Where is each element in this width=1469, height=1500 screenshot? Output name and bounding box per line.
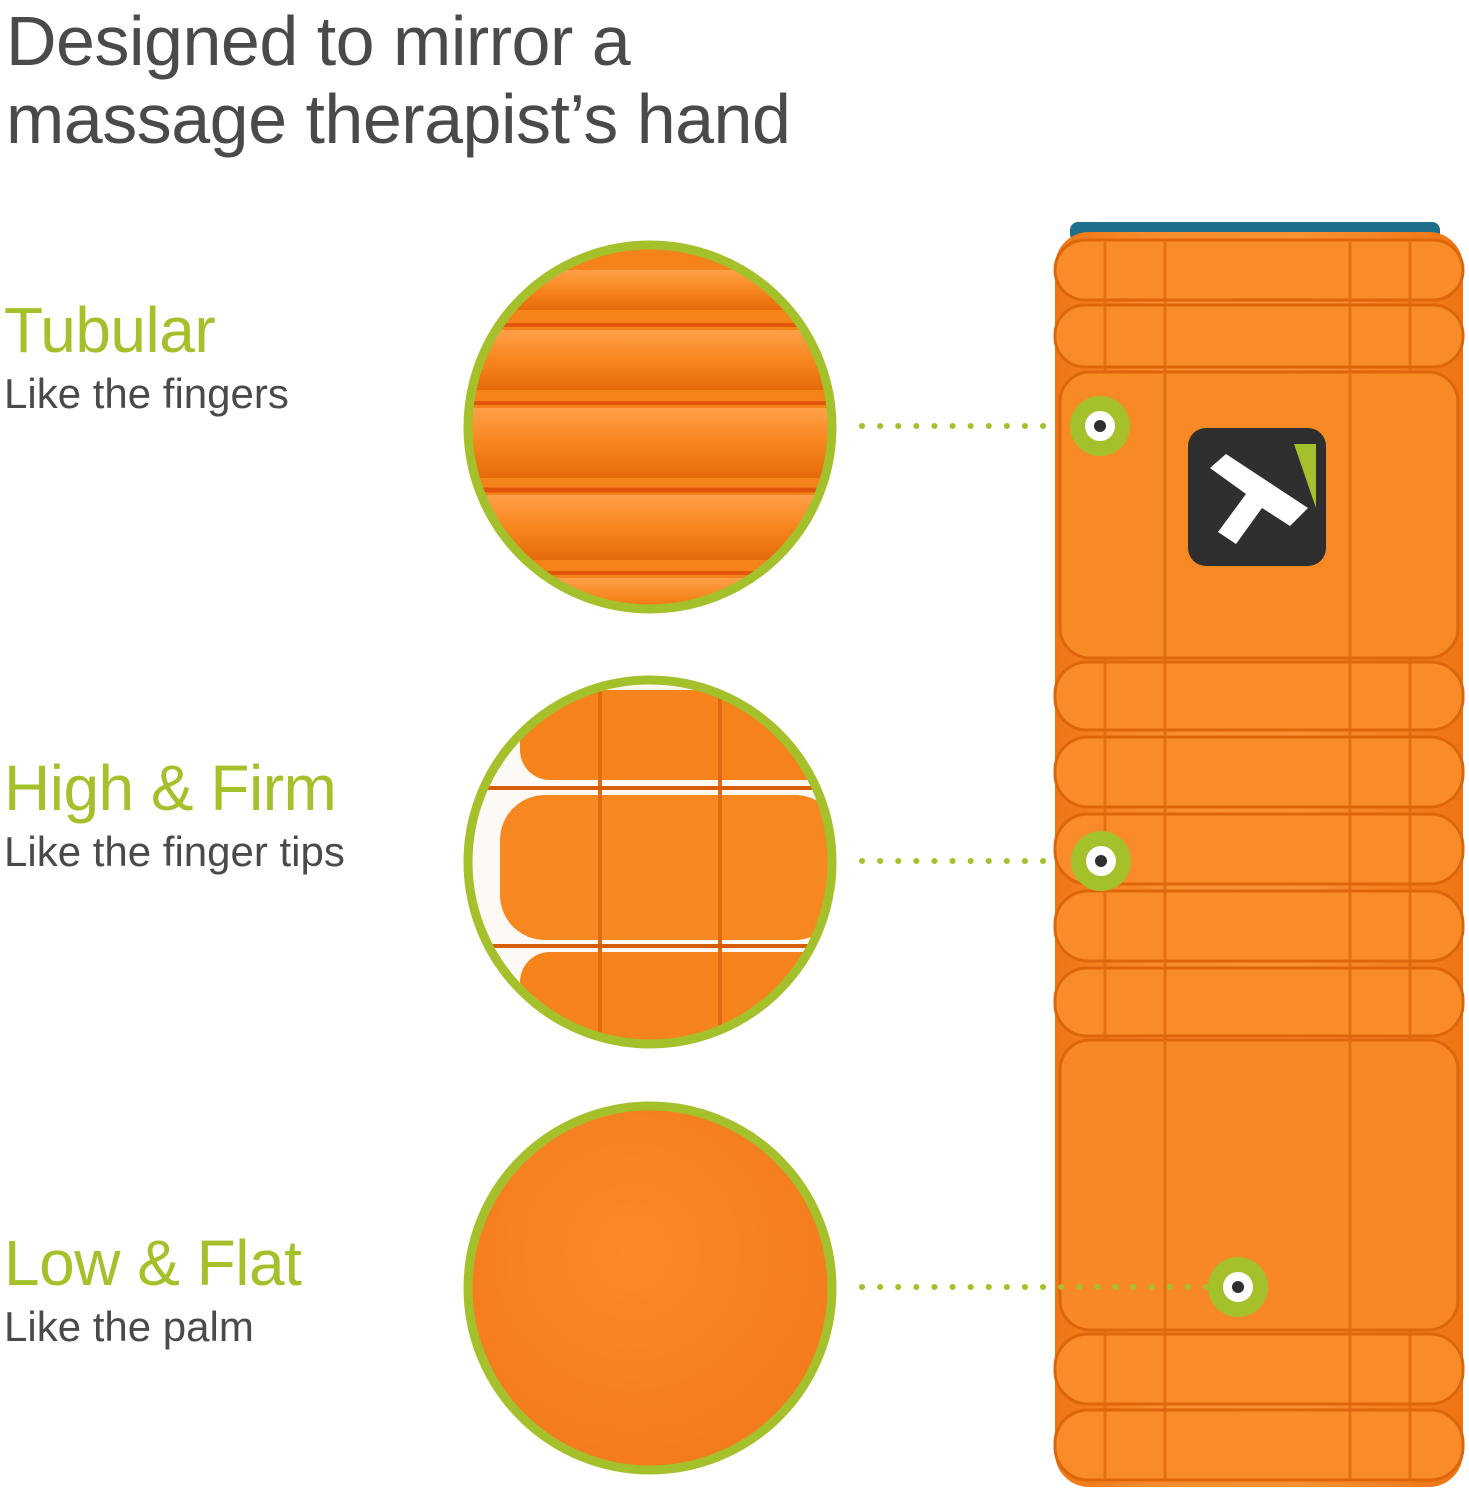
detail-circle-high-firm xyxy=(463,675,837,1049)
feature-title-tubular: Tubular xyxy=(4,294,216,366)
feature-desc-tubular: Like the fingers xyxy=(4,370,289,417)
detail-circle-tubular xyxy=(463,240,837,614)
headline-line-2: massage therapist’s hand xyxy=(6,80,791,158)
feature-tubular: Tubular Like the fingers xyxy=(4,295,289,419)
feature-low-flat: Low & Flat Like the palm xyxy=(4,1227,302,1352)
marker-low-flat xyxy=(1208,1257,1268,1317)
feature-title-high-firm: High & Firm xyxy=(4,752,337,824)
feature-desc-low-flat: Like the palm xyxy=(4,1303,254,1350)
marker-high-firm xyxy=(1071,831,1131,891)
headline-line-1: Designed to mirror a xyxy=(6,2,631,80)
connector-lines xyxy=(859,423,1215,1290)
triggerpoint-logo-icon xyxy=(1188,428,1326,566)
feature-title-low-flat: Low & Flat xyxy=(4,1227,302,1299)
foam-roller xyxy=(1053,222,1465,1487)
detail-circle-low-flat xyxy=(463,1101,837,1475)
headline: Designed to mirror a massage therapist’s… xyxy=(6,2,791,158)
feature-desc-high-firm: Like the finger tips xyxy=(4,828,345,875)
marker-tubular xyxy=(1070,396,1130,456)
feature-high-firm: High & Firm Like the finger tips xyxy=(4,753,345,877)
